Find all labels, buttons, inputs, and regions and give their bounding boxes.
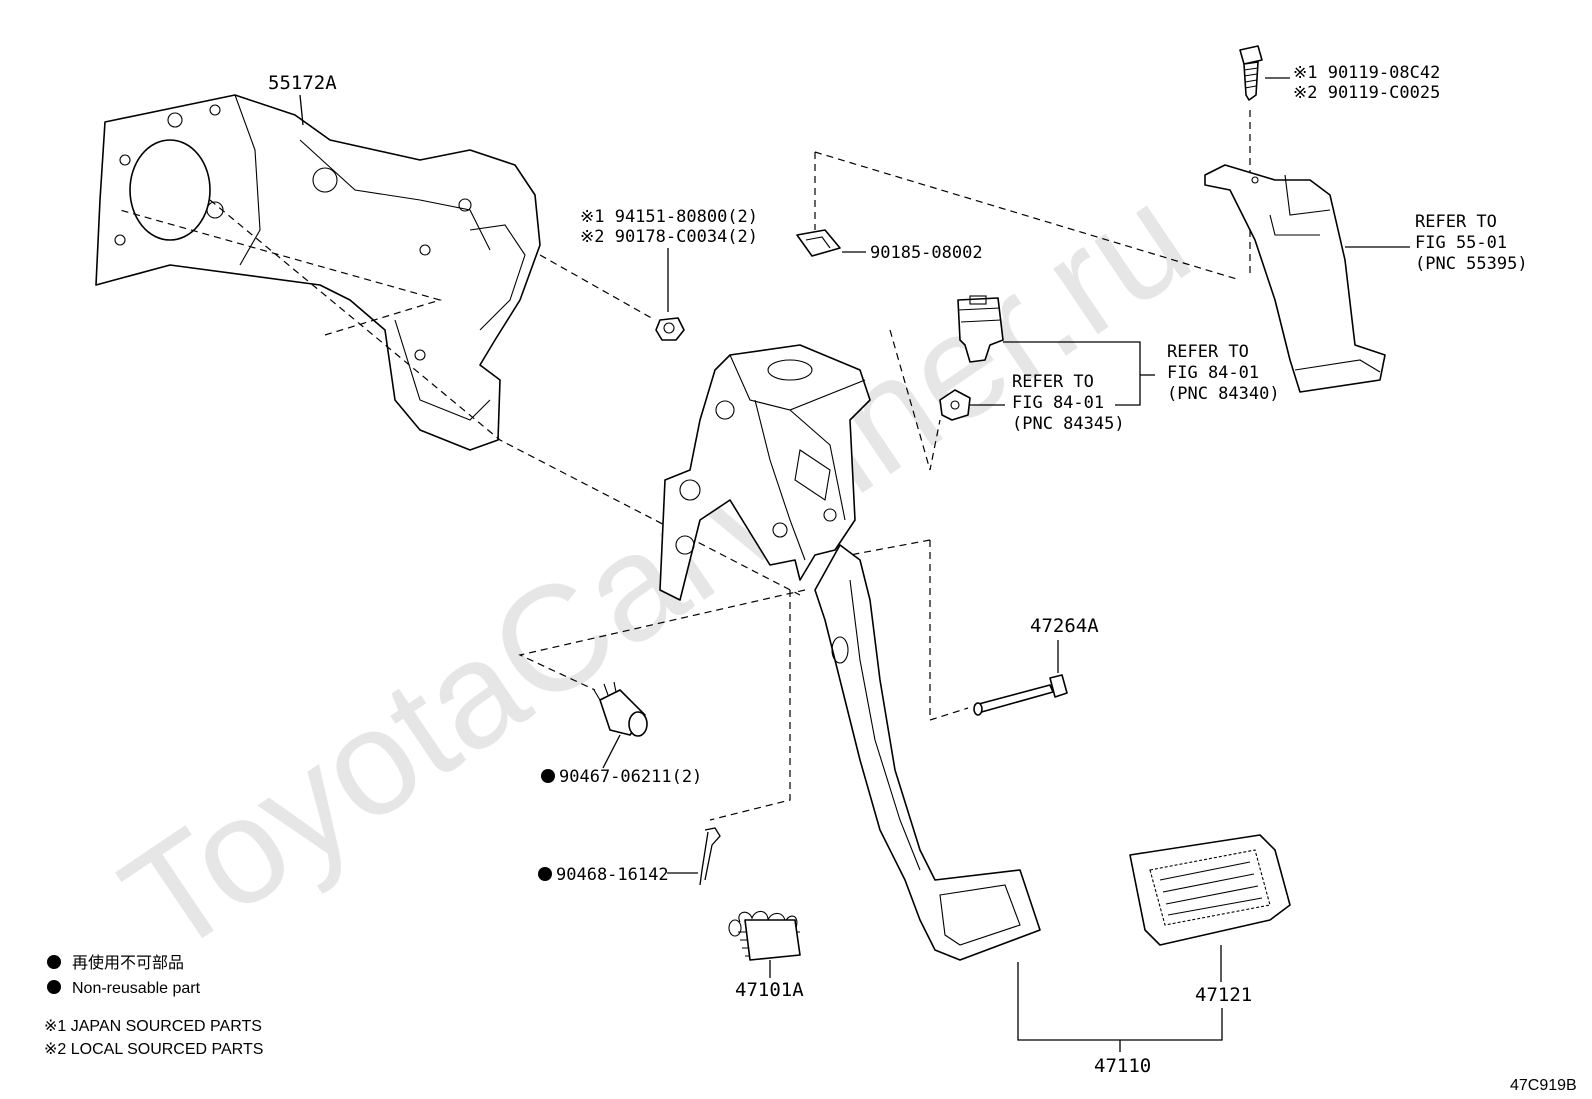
label-nut-2: ※2 90178-C0034(2) bbox=[580, 227, 758, 247]
clip-pin-90468[interactable] bbox=[699, 827, 721, 886]
label-55172a: 55172A bbox=[268, 72, 337, 94]
legend-non-reusable-en: Non-reusable part bbox=[72, 980, 201, 997]
legend-non-reusable-jp: 再使用不可部品 bbox=[72, 954, 184, 972]
label-refer-55395-2: FIG 55-01 bbox=[1415, 233, 1507, 253]
label-refer-84345-2: FIG 84-01 bbox=[1012, 393, 1104, 413]
label-bolt-2: ※2 90119-C0025 bbox=[1293, 83, 1440, 103]
label-refer-84345-1: REFER TO bbox=[1012, 372, 1094, 392]
pedal-bracket-assembly[interactable] bbox=[659, 344, 871, 601]
label-refer-55395-1: REFER TO bbox=[1415, 212, 1497, 232]
dashed-guides bbox=[119, 110, 1251, 821]
nut-94151[interactable] bbox=[655, 317, 685, 341]
label-pin: 90468-16142 bbox=[556, 865, 669, 885]
legend-note-2: ※2 LOCAL SOURCED PARTS bbox=[44, 1041, 263, 1058]
label-refer-84345-3: (PNC 84345) bbox=[1012, 414, 1125, 434]
bolt-47264a[interactable] bbox=[973, 674, 1068, 716]
label-refer-55395-3: (PNC 55395) bbox=[1415, 254, 1528, 274]
label-clip: 90185-08002 bbox=[870, 243, 983, 263]
label-bushing: 90467-06211(2) bbox=[559, 767, 702, 787]
label-47264a: 47264A bbox=[1030, 615, 1099, 637]
pedal-pad-47121[interactable] bbox=[1129, 834, 1291, 946]
non-reusable-dot-bushing bbox=[541, 769, 555, 783]
label-nut-1: ※1 94151-80800(2) bbox=[580, 207, 758, 227]
spring-47101a[interactable] bbox=[728, 910, 801, 961]
bracket-55172a[interactable] bbox=[95, 94, 541, 451]
figure-code: 47C919B bbox=[1510, 1077, 1577, 1094]
label-47121: 47121 bbox=[1195, 984, 1252, 1006]
label-47101a: 47101A bbox=[735, 979, 804, 1001]
label-47110: 47110 bbox=[1094, 1055, 1151, 1077]
bolt-90119[interactable] bbox=[1239, 45, 1263, 101]
legend-dot-en bbox=[47, 980, 61, 994]
non-reusable-dot-pin bbox=[538, 867, 552, 881]
label-bolt-1: ※1 90119-08C42 bbox=[1293, 63, 1440, 83]
cushion-84345[interactable] bbox=[939, 389, 971, 421]
label-refer-84340-1: REFER TO bbox=[1167, 342, 1249, 362]
bushing-90467[interactable] bbox=[593, 681, 648, 737]
label-refer-84340-3: (PNC 84340) bbox=[1167, 384, 1280, 404]
legend: 再使用不可部品 Non-reusable part ※1 JAPAN SOURC… bbox=[44, 954, 263, 1058]
cover-bracket-55395[interactable] bbox=[1204, 164, 1386, 393]
label-refer-84340-2: FIG 84-01 bbox=[1167, 363, 1259, 383]
brake-pedal-arm-47110[interactable] bbox=[814, 544, 1041, 961]
legend-note-1: ※1 JAPAN SOURCED PARTS bbox=[44, 1018, 262, 1035]
stop-lamp-switch-84340[interactable] bbox=[957, 295, 1004, 363]
legend-dot-jp bbox=[47, 955, 61, 969]
clip-90185[interactable] bbox=[796, 229, 841, 257]
